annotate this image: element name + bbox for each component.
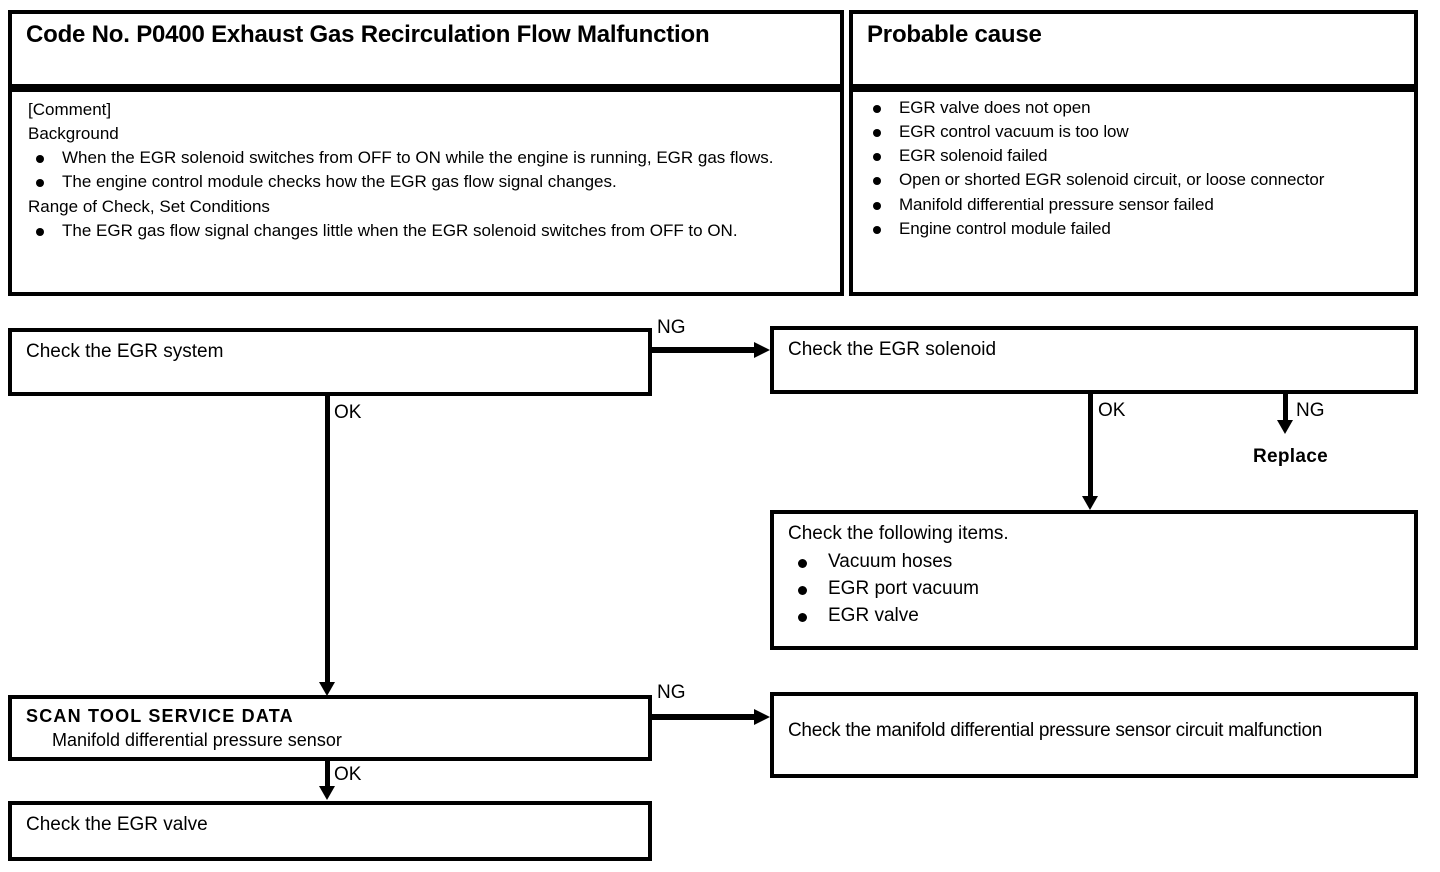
flow-check-item: Vacuum hoses — [788, 549, 1406, 576]
code-header-cell: Code No. P0400 Exhaust Gas Recirculation… — [8, 10, 844, 88]
range-of-check-list: The EGR gas flow signal changes little w… — [28, 219, 832, 243]
flow-box-check-following-items-title: Check the following items. — [788, 523, 1009, 544]
background-list: When the EGR solenoid switches from OFF … — [28, 146, 832, 194]
background-label: Background — [28, 124, 119, 144]
connector-ng-solenoid-to-replace — [1283, 394, 1288, 424]
flow-box-check-mdp-circuit-label: Check the manifold differential pressure… — [788, 720, 1322, 741]
connector-ok-scan-to-valve — [325, 761, 330, 789]
flow-box-check-egr-system[interactable]: Check the EGR system — [8, 328, 652, 396]
connector-ng-system-to-solenoid — [652, 347, 756, 353]
comment-body: [Comment] Background When the EGR soleno… — [28, 98, 832, 243]
flow-check-item: EGR valve — [788, 603, 1406, 630]
connector-ng-scan-to-mdp — [652, 714, 756, 720]
arrowhead-ok-solenoid-to-items — [1082, 496, 1098, 510]
flow-box-check-egr-solenoid[interactable]: Check the EGR solenoid — [770, 326, 1418, 394]
arrowhead-ng-system-to-solenoid — [754, 342, 770, 358]
edge-label-ok-solenoid-to-items: OK — [1098, 400, 1126, 421]
flow-box-check-egr-solenoid-label: Check the EGR solenoid — [788, 339, 997, 360]
range-of-check-label: Range of Check, Set Conditions — [28, 196, 270, 216]
probable-cause-item: Open or shorted EGR solenoid circuit, or… — [865, 168, 1406, 192]
flow-box-scan-tool-title: SCAN TOOL SERVICE DATA — [26, 706, 294, 726]
flow-box-check-following-items[interactable]: Check the following items. Vacuum hoses … — [770, 510, 1418, 650]
arrowhead-ok-scan-to-valve — [319, 786, 335, 800]
flow-box-scan-tool-sub: Manifold differential pressure sensor — [52, 730, 342, 751]
comment-label: [Comment] — [28, 100, 112, 119]
flow-check-items-list: Vacuum hoses EGR port vacuum EGR valve — [788, 549, 1406, 630]
flow-box-check-egr-valve[interactable]: Check the EGR valve — [8, 801, 652, 861]
probable-cause-header-title: Probable cause — [867, 21, 1042, 48]
probable-cause-header-cell: Probable cause — [849, 10, 1418, 88]
flow-box-check-mdp-circuit[interactable]: Check the manifold differential pressure… — [770, 692, 1418, 778]
edge-label-ok-scan-to-valve: OK — [334, 764, 362, 785]
arrowhead-ng-solenoid-to-replace — [1277, 420, 1293, 434]
range-item: The EGR gas flow signal changes little w… — [28, 219, 832, 243]
edge-label-ok-system-to-scan: OK — [334, 402, 362, 423]
arrowhead-ng-scan-to-mdp — [754, 709, 770, 725]
comment-cell: [Comment] Background When the EGR soleno… — [8, 88, 844, 296]
connector-ok-solenoid-to-items — [1088, 394, 1093, 498]
probable-cause-item: EGR valve does not open — [865, 96, 1406, 120]
probable-cause-item: Manifold differential pressure sensor fa… — [865, 193, 1406, 217]
edge-label-ng-solenoid-to-replace: NG — [1296, 400, 1325, 421]
flow-box-scan-tool-service-data[interactable]: SCAN TOOL SERVICE DATA Manifold differen… — [8, 695, 652, 761]
probable-cause-item: EGR solenoid failed — [865, 144, 1406, 168]
probable-cause-cell: EGR valve does not open EGR control vacu… — [849, 88, 1418, 296]
probable-cause-list: EGR valve does not open EGR control vacu… — [865, 96, 1406, 241]
background-item: The engine control module checks how the… — [28, 170, 832, 194]
flow-box-scan-tool-body: SCAN TOOL SERVICE DATA Manifold differen… — [26, 704, 640, 753]
edge-label-ng-system-to-solenoid: NG — [657, 317, 686, 338]
flow-box-check-egr-system-label: Check the EGR system — [26, 341, 224, 362]
edge-label-ng-scan-to-mdp: NG — [657, 682, 686, 703]
probable-cause-item: Engine control module failed — [865, 217, 1406, 241]
flow-box-check-egr-valve-label: Check the EGR valve — [26, 814, 208, 835]
arrowhead-ok-system-to-scan — [319, 682, 335, 696]
connector-ok-system-to-scan — [325, 396, 330, 684]
code-header-title: Code No. P0400 Exhaust Gas Recirculation… — [26, 21, 710, 48]
flow-check-item: EGR port vacuum — [788, 576, 1406, 603]
probable-cause-body: EGR valve does not open EGR control vacu… — [865, 96, 1406, 241]
probable-cause-item: EGR control vacuum is too low — [865, 120, 1406, 144]
flow-terminal-replace: Replace — [1253, 446, 1328, 467]
flow-box-check-following-items-body: Check the following items. Vacuum hoses … — [788, 521, 1406, 630]
background-item: When the EGR solenoid switches from OFF … — [28, 146, 832, 170]
